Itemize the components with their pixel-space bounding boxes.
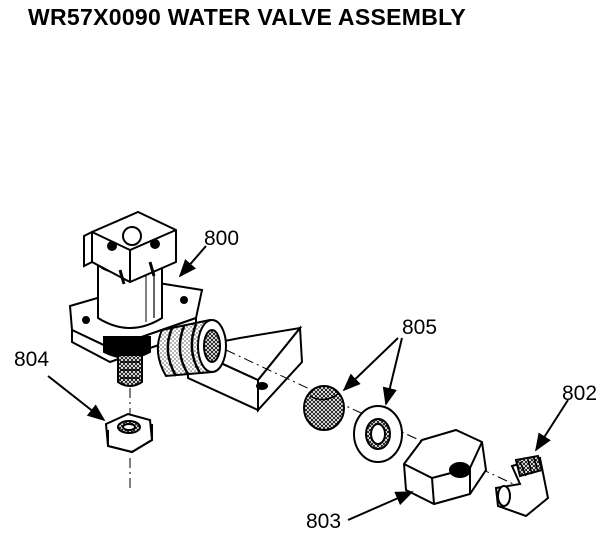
strainer-screen-805 — [303, 385, 345, 431]
callout-805: 805 — [402, 316, 437, 339]
washer-805 — [353, 405, 403, 463]
page-title: WR57X0090 WATER VALVE ASSEMBLY — [28, 4, 467, 30]
callout-802: 802 — [562, 382, 597, 405]
hex-fitting-803 — [402, 428, 488, 506]
elbow-fitting-802 — [494, 454, 550, 518]
callout-leaders — [47, 245, 569, 521]
hex-nut-804 — [104, 412, 154, 454]
callout-800: 800 — [204, 227, 239, 250]
callout-803: 803 — [306, 510, 341, 533]
valve-800 — [68, 210, 227, 387]
callout-804: 804 — [14, 348, 49, 371]
